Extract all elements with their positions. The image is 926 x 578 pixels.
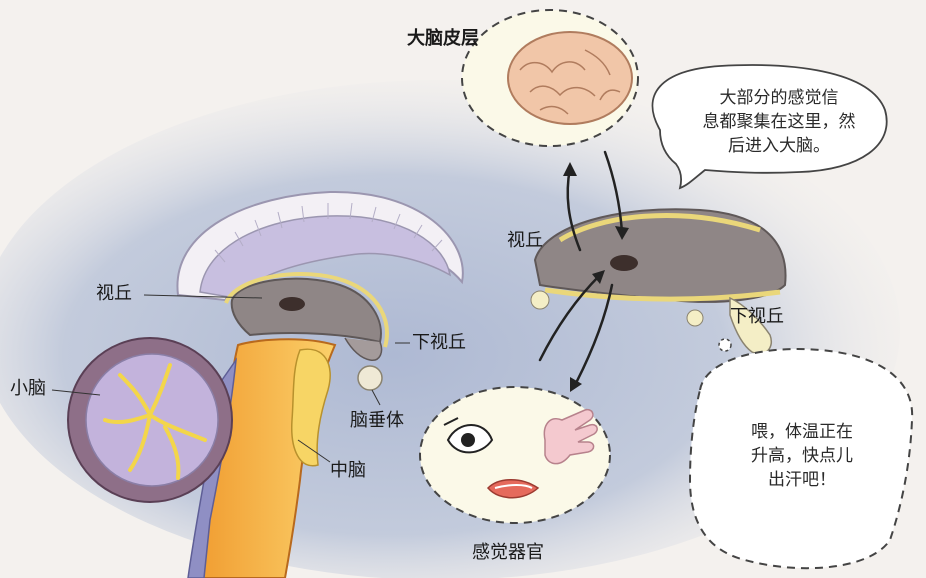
label-sense-organs: 感觉器官 bbox=[472, 544, 544, 562]
speech-line: 大部分的感觉信 bbox=[684, 86, 874, 110]
thought-line: 喂，体温正在 bbox=[722, 420, 882, 444]
label-thalamus-left: 视丘 bbox=[96, 285, 132, 303]
thalamus-left-nucleus bbox=[279, 297, 305, 311]
sense-organs-cloud bbox=[420, 387, 610, 523]
cortex-brain-shape bbox=[508, 32, 632, 124]
label-thalamus-right: 视丘 bbox=[507, 232, 543, 250]
thought-line: 升高，快点儿 bbox=[722, 444, 882, 468]
thought-line: 出汗吧！ bbox=[722, 468, 882, 492]
label-cerebellum: 小脑 bbox=[10, 380, 46, 398]
label-midbrain: 中脑 bbox=[330, 462, 366, 480]
label-cerebral-cortex: 大脑皮层 bbox=[407, 30, 479, 48]
label-hypothalamus-left: 下视丘 bbox=[412, 334, 466, 352]
thalamus-speech-text: 大部分的感觉信 息都聚集在这里，然 后进入大脑。 bbox=[684, 86, 874, 158]
hypothalamus-thought-text: 喂，体温正在 升高，快点儿 出汗吧！ bbox=[722, 420, 882, 492]
speech-line: 息都聚集在这里，然 bbox=[684, 110, 874, 134]
label-hypothalamus-right: 下视丘 bbox=[730, 308, 784, 326]
pituitary-shape bbox=[358, 366, 382, 390]
label-pituitary: 脑垂体 bbox=[350, 412, 404, 430]
speech-line: 后进入大脑。 bbox=[684, 134, 874, 158]
thalamus-right-nucleus bbox=[610, 255, 638, 271]
